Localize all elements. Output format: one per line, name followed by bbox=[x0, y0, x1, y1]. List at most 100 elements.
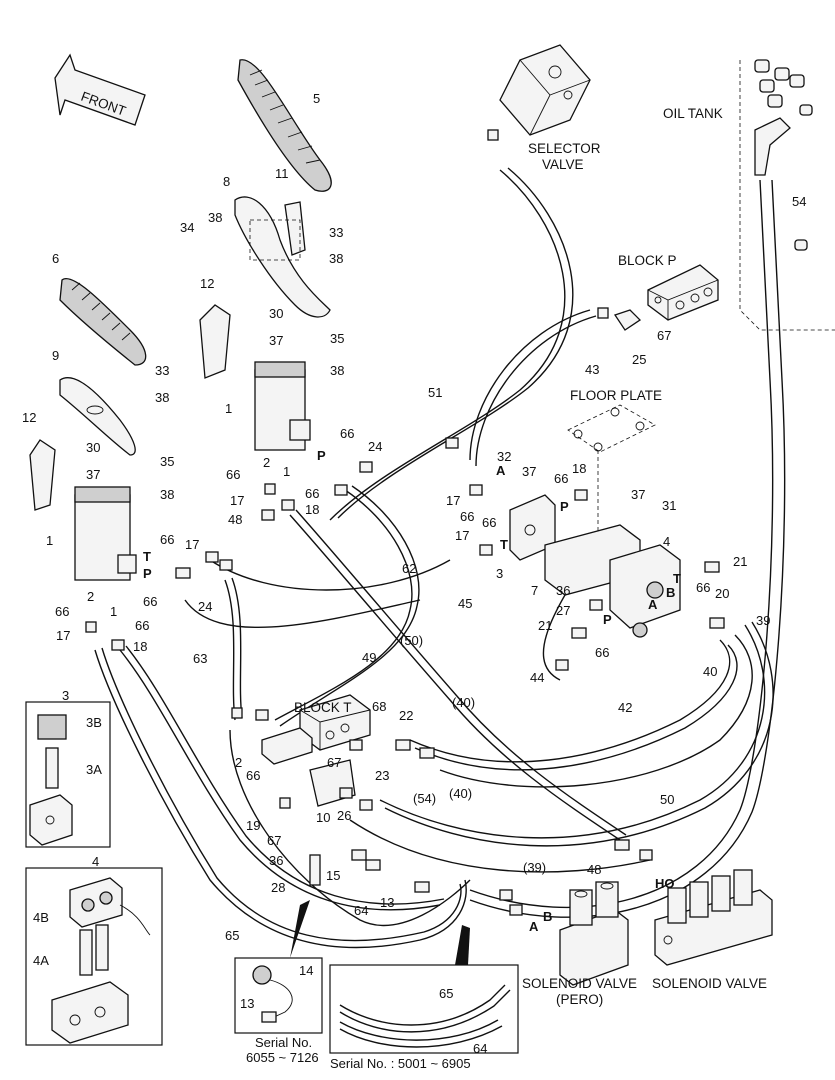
front-arrow: FRONT bbox=[54, 53, 146, 126]
part-number: 30 bbox=[269, 306, 283, 321]
port-letter: B bbox=[666, 585, 675, 600]
part-number: 42 bbox=[618, 700, 632, 715]
part-number: 49 bbox=[362, 650, 376, 665]
part-number: 4 bbox=[92, 854, 99, 869]
port-letter: A bbox=[648, 597, 658, 612]
part-number: 2 bbox=[87, 589, 94, 604]
part-number: 51 bbox=[428, 385, 442, 400]
port-letter: A bbox=[496, 463, 506, 478]
part-number: 22 bbox=[399, 708, 413, 723]
part-number: 12 bbox=[22, 410, 36, 425]
part-number: 50 bbox=[660, 792, 674, 807]
part-number: (54) bbox=[413, 791, 436, 806]
part-number: 33 bbox=[155, 363, 169, 378]
part-number: 66 bbox=[226, 467, 240, 482]
part-number: 17 bbox=[446, 493, 460, 508]
part-number: 66 bbox=[554, 471, 568, 486]
part-number: 7 bbox=[531, 583, 538, 598]
valve-1-upper bbox=[254, 361, 311, 451]
serial-left-label-2: 6055 ~ 7126 bbox=[246, 1050, 319, 1065]
solenoid-valve-right bbox=[654, 869, 773, 966]
port-letter: P bbox=[317, 448, 326, 463]
part-number: 19 bbox=[246, 818, 260, 833]
part-number: 18 bbox=[572, 461, 586, 476]
part-number: 62 bbox=[402, 561, 416, 576]
part-number: 66 bbox=[160, 532, 174, 547]
part-number: 3 bbox=[62, 688, 69, 703]
part-number: 17 bbox=[455, 528, 469, 543]
part-number: 38 bbox=[160, 487, 174, 502]
part-number: 67 bbox=[657, 328, 671, 343]
part-number: 30 bbox=[86, 440, 100, 455]
part-number: 28 bbox=[271, 880, 285, 895]
valve-1-lower bbox=[74, 486, 137, 581]
part-number: 44 bbox=[530, 670, 544, 685]
part-number: (40) bbox=[449, 786, 472, 801]
part-number: 1 bbox=[225, 401, 232, 416]
part-number: 4 bbox=[663, 534, 670, 549]
part-number: (40) bbox=[452, 695, 475, 710]
pedal-6 bbox=[59, 278, 147, 366]
ho-label: HO bbox=[655, 876, 675, 891]
part-number: 38 bbox=[329, 251, 343, 266]
port-letter: T bbox=[143, 549, 151, 564]
selector-valve bbox=[499, 44, 591, 136]
part-number: 24 bbox=[368, 439, 382, 454]
part-number: 12 bbox=[200, 276, 214, 291]
part-number: 25 bbox=[632, 352, 646, 367]
bracket-12a bbox=[199, 304, 231, 379]
serial-box-left bbox=[234, 957, 323, 1034]
part-number: 66 bbox=[460, 509, 474, 524]
part-number: 10 bbox=[316, 810, 330, 825]
bracket-2 bbox=[261, 727, 313, 765]
part-number: 38 bbox=[330, 363, 344, 378]
bracket-12b bbox=[29, 439, 56, 511]
part-number: 36 bbox=[269, 853, 283, 868]
part-number: 6 bbox=[52, 251, 59, 266]
part-number: 45 bbox=[458, 596, 472, 611]
callout-wedge-left bbox=[290, 890, 330, 958]
part-number: 37 bbox=[269, 333, 283, 348]
part-number: 34 bbox=[180, 220, 194, 235]
part-number: 54 bbox=[792, 194, 806, 209]
part-number: 1 bbox=[110, 604, 117, 619]
part-number: 4B bbox=[33, 910, 49, 925]
part-number: (50) bbox=[400, 633, 423, 648]
part-number: 3A bbox=[86, 762, 102, 777]
oil-tank-label: OIL TANK bbox=[663, 106, 723, 121]
part-number: 48 bbox=[587, 862, 601, 877]
selector-valve-label-2: VALVE bbox=[542, 157, 584, 172]
part-number: 36 bbox=[556, 583, 570, 598]
part-number: 18 bbox=[133, 639, 147, 654]
part-number: 1 bbox=[46, 533, 53, 548]
part-number: 66 bbox=[305, 486, 319, 501]
part-number: 35 bbox=[160, 454, 174, 469]
part-number: 64 bbox=[473, 1041, 487, 1056]
part-number: 39 bbox=[756, 613, 770, 628]
solenoid-valve-pero-label-2: (PERO) bbox=[556, 992, 603, 1007]
part-number: 8 bbox=[223, 174, 230, 189]
port-letter: T bbox=[500, 537, 508, 552]
part-number: 17 bbox=[56, 628, 70, 643]
part-number: 65 bbox=[439, 986, 453, 1001]
part-number: 33 bbox=[329, 225, 343, 240]
part-number: 66 bbox=[55, 604, 69, 619]
oil-tank bbox=[739, 59, 835, 331]
part-number: 66 bbox=[143, 594, 157, 609]
block-t-label: BLOCK T bbox=[294, 700, 352, 715]
detail-box-4 bbox=[25, 867, 163, 1046]
valve-block-4 bbox=[609, 544, 681, 638]
text-labels: OIL TANK SELECTOR VALVE BLOCK P FLOOR PL… bbox=[246, 106, 767, 1071]
part-number: 13 bbox=[240, 996, 254, 1011]
solenoid-valve-label: SOLENOID VALVE bbox=[652, 976, 767, 991]
part-number: 4A bbox=[33, 953, 49, 968]
part-number: 68 bbox=[372, 699, 386, 714]
part-number: 17 bbox=[185, 537, 199, 552]
solenoid-valve-pero-label-1: SOLENOID VALVE bbox=[522, 976, 637, 991]
pedal-8 bbox=[234, 196, 331, 318]
part-number: 1 bbox=[283, 464, 290, 479]
port-letter: P bbox=[603, 612, 612, 627]
part-number: 37 bbox=[86, 467, 100, 482]
part-number: 31 bbox=[662, 498, 676, 513]
part-number: 38 bbox=[208, 210, 222, 225]
